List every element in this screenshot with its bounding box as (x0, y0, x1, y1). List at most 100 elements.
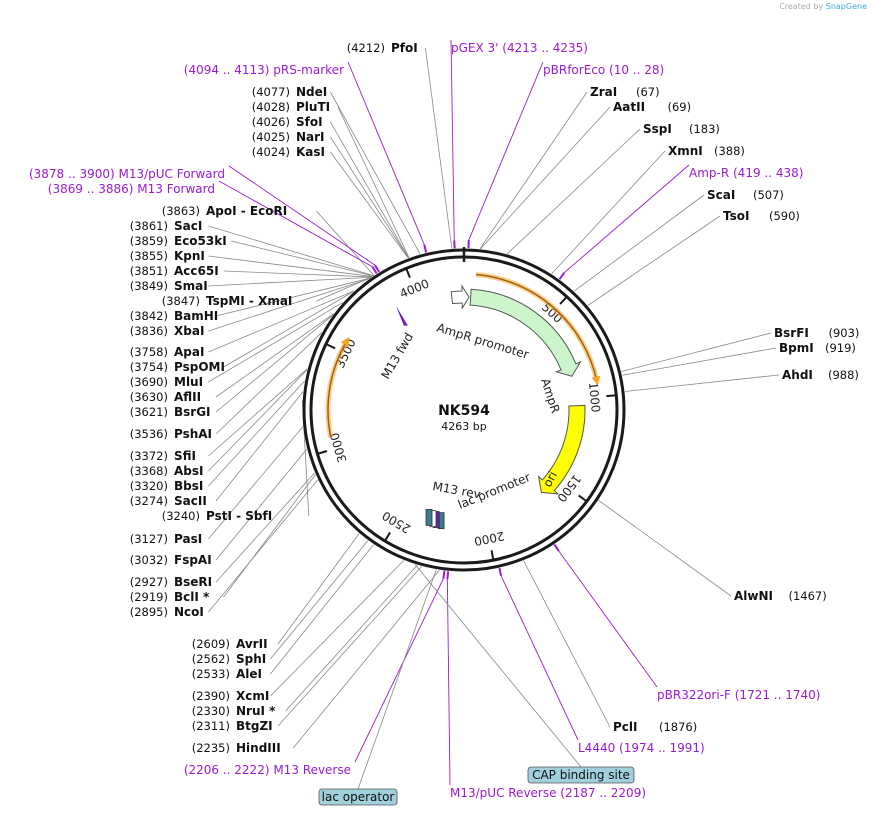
site-name: MluI (174, 375, 203, 389)
site-label-bpmi[interactable]: BpmI(919) (779, 341, 856, 355)
site-label-kpni[interactable]: (3855)KpnI (130, 249, 205, 263)
feature-label-amp-promoter[interactable]: AmpR promoter (435, 320, 530, 361)
site-name: BamHI (174, 309, 218, 323)
site-label-pfoi[interactable]: (4212)PfoI (347, 41, 418, 55)
site-label-sfoi[interactable]: (4026)SfoI (252, 115, 323, 129)
site-position: (3372) (130, 449, 168, 463)
site-line (208, 380, 305, 487)
feature-label-m13-fwd[interactable]: M13 fwd (378, 330, 416, 381)
site-label-xcmi[interactable]: (2390)XcmI (192, 689, 270, 703)
site-label-bbsi[interactable]: (3320)BbsI (130, 479, 204, 493)
primer-label-pbrforeco[interactable]: pBRforEco (10 .. 28) (543, 63, 664, 77)
site-label-ahdi[interactable]: AhdI(988) (782, 368, 859, 382)
site-label-alwni[interactable]: AlwNI(1467) (734, 589, 827, 603)
site-name: NruI * (236, 704, 276, 718)
primer-line (450, 39, 455, 241)
site-label-tspmi[interactable]: (3847)TspMI - XmaI (162, 294, 293, 308)
site-position: (2562) (192, 652, 230, 666)
site-label-xmni[interactable]: XmnI(388) (668, 144, 745, 158)
site-label-mlui[interactable]: (3690)MluI (130, 375, 203, 389)
primer-label-pbr322orif[interactable]: pBR322ori-F (1721 .. 1740) (657, 688, 820, 702)
tick-mark (606, 394, 617, 398)
site-label-bcli[interactable]: (2919)BclI * (130, 590, 210, 604)
site-name: SacI (174, 219, 202, 233)
site-label-nari[interactable]: (4025)NarI (252, 130, 325, 144)
site-label-sphi[interactable]: (2562)SphI (192, 652, 267, 666)
site-position: (2311) (192, 719, 230, 733)
site-label-hindiii[interactable]: (2235)HindIII (192, 741, 281, 755)
site-name: SacII (174, 494, 207, 508)
site-label-pluti[interactable]: (4028)PluTI (252, 100, 330, 114)
site-label-bsrfi[interactable]: BsrFI(903) (774, 326, 859, 340)
site-label-apai[interactable]: (3758)ApaI (130, 345, 205, 359)
site-label-sspi[interactable]: SspI(183) (643, 122, 720, 136)
site-label-kasi[interactable]: (4024)KasI (252, 145, 325, 159)
site-label-fspai[interactable]: (3032)FspAI (130, 553, 212, 567)
primer-label-m13forward[interactable]: (3869 .. 3886) M13 Forward (48, 182, 215, 196)
ori-arrow[interactable] (537, 404, 586, 495)
site-line (270, 560, 405, 697)
site-label-pshai[interactable]: (3536)PshAI (130, 427, 212, 441)
site-label-saci[interactable]: (3861)SacI (130, 219, 203, 233)
site-label-apoi[interactable]: (3863)ApoI - EcoRI (162, 204, 287, 218)
boxed-label-bg (527, 766, 635, 784)
primer-label-pgex3[interactable]: pGEX 3' (4213 .. 4235) (451, 41, 588, 55)
primer-label-ampr[interactable]: Amp-R (419 .. 438) (689, 166, 803, 180)
plasmid-name: NK594 (438, 403, 490, 419)
site-label-pspomi[interactable]: (3754)PspOMI (130, 360, 225, 374)
primer-label-m13reverse[interactable]: (2206 .. 2222) M13 Reverse (184, 763, 351, 777)
boxed-label-lac-operator[interactable]: lac operator (318, 788, 398, 806)
site-label-bsrgi[interactable]: (3621)BsrGI (130, 405, 211, 419)
site-line (215, 332, 323, 435)
site-label-xbai[interactable]: (3836)XbaI (130, 324, 205, 338)
site-label-absi[interactable]: (3368)AbsI (130, 464, 204, 478)
site-label-zrai[interactable]: ZraI(67) (590, 85, 660, 99)
site-name: AbsI (174, 464, 203, 478)
feature-label-ampr[interactable]: AmpR (538, 377, 562, 415)
orange-arc (327, 336, 350, 438)
site-label-alei[interactable]: (2533)AleI (192, 667, 262, 681)
site-label-eco53ki[interactable]: (3859)Eco53kI (130, 234, 227, 248)
orange-arc (475, 273, 601, 386)
amp-promoter-arrow[interactable] (450, 284, 470, 310)
site-label-sacii[interactable]: (3274)SacII (130, 494, 207, 508)
site-label-btgzi[interactable]: (2311)BtgZI (192, 719, 273, 733)
primer-text: (3878 .. 3900) M13/pUC Forward (29, 167, 225, 181)
site-position: (3032) (130, 553, 168, 567)
primer-labels: pGEX 3' (4213 .. 4235) pBRforEco (10 .. 2… (29, 41, 820, 800)
site-line (330, 151, 409, 259)
site-label-smai[interactable]: (3849)SmaI (130, 279, 208, 293)
site-label-pasi[interactable]: (3127)PasI (130, 532, 202, 546)
site-label-ncoi[interactable]: (2895)NcoI (130, 605, 204, 619)
site-label-scai[interactable]: ScaI(507) (707, 188, 784, 202)
ampr-arrow[interactable] (469, 288, 582, 377)
site-label-aatii[interactable]: AatII(69) (613, 100, 691, 114)
site-position: (4212) (347, 41, 385, 55)
site-position: (3849) (130, 279, 168, 293)
m13-fwd-arrow[interactable] (395, 305, 408, 326)
site-label-acc65i[interactable]: (3851)Acc65I (130, 264, 219, 278)
site-label-tsoi[interactable]: TsoI(590) (723, 209, 800, 223)
site-label-avrii[interactable]: (2609)AvrII (192, 637, 268, 651)
primer-label-m13pucforward[interactable]: (3878 .. 3900) M13/pUC Forward (29, 167, 225, 181)
site-label-bamhi[interactable]: (3842)BamHI (130, 309, 219, 323)
site-label-psti[interactable]: (3240)PstI - SbfI (162, 509, 272, 523)
primer-label-prsmarker[interactable]: (4094 .. 4113) pRS-marker (184, 63, 344, 77)
primer-line (500, 575, 579, 741)
site-label-pcli[interactable]: PclI(1876) (613, 720, 697, 734)
site-position: (4028) (252, 100, 290, 114)
site-label-aflii[interactable]: (3630)AflII (130, 390, 201, 404)
primer-label-l4440[interactable]: L4440 (1974 .. 1991) (578, 741, 705, 755)
site-position: (903) (829, 326, 860, 340)
site-position: (2919) (130, 590, 168, 604)
site-label-nrui[interactable]: (2330)NruI * (192, 704, 276, 718)
site-label-bseri[interactable]: (2927)BseRI (130, 575, 212, 589)
feature-label-ori[interactable]: ori (540, 469, 560, 489)
boxed-label-cap-binding-site[interactable]: CAP binding site (527, 766, 635, 784)
site-name: SspI (643, 122, 672, 136)
site-label-sfii[interactable]: (3372)SfiI (130, 449, 196, 463)
credit-prefix: Created by (779, 2, 824, 11)
site-label-ndei[interactable]: (4077)NdeI (252, 85, 328, 99)
lac-region-box[interactable] (425, 509, 433, 526)
primer-label-m13pucreverse[interactable]: M13/pUC Reverse (2187 .. 2209) (450, 786, 646, 800)
